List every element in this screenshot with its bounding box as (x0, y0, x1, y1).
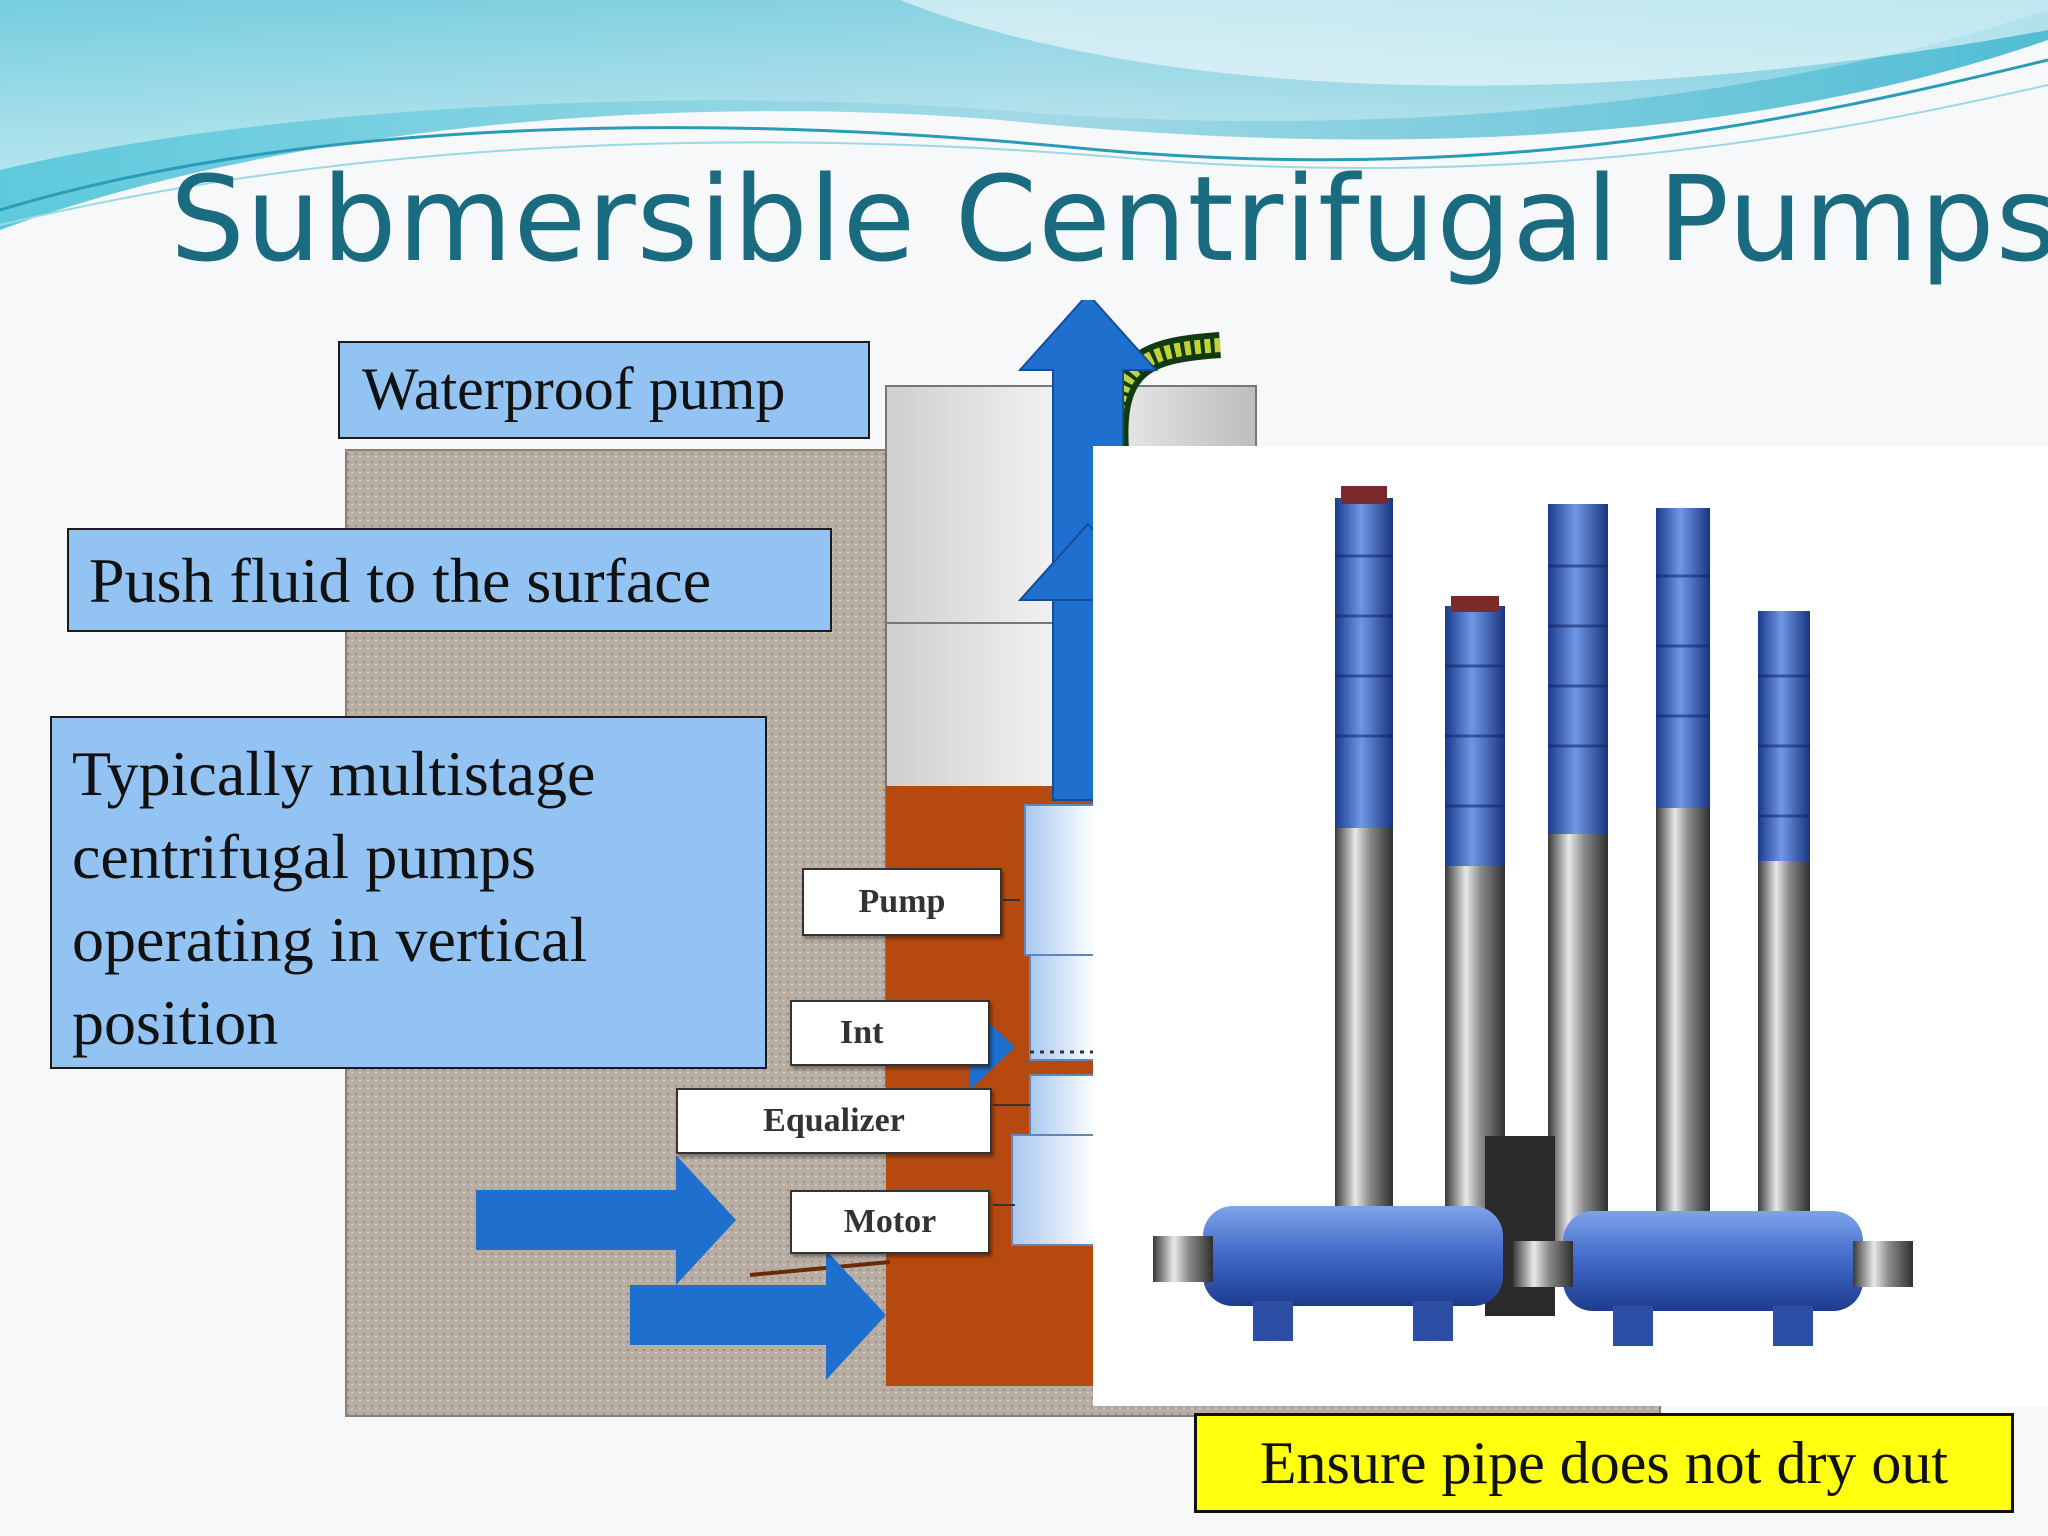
waterproof-pump-callout: Waterproof pump (338, 341, 870, 439)
horizontal-pump-right (1513, 1211, 1913, 1346)
motor-label: Motor (790, 1190, 990, 1254)
vertical-pump-3 (1548, 504, 1608, 1274)
pump-product-photo (1093, 446, 2048, 1406)
left-arrow-lower (630, 1250, 886, 1380)
vertical-pump-1 (1335, 486, 1393, 1248)
header-wave-decoration (0, 0, 2048, 230)
push-fluid-callout: Push fluid to the surface (67, 528, 832, 632)
ensure-pipe-callout: Ensure pipe does not dry out (1194, 1413, 2014, 1513)
multistage-callout: Typically multistage centrifugal pumps o… (50, 716, 767, 1069)
horizontal-pump-left (1153, 1206, 1503, 1341)
equalizer-label: Equalizer (676, 1088, 992, 1154)
intake-label: Int (790, 1000, 990, 1066)
pump-label: Pump (802, 868, 1002, 936)
vertical-pump-5 (1758, 611, 1810, 1281)
slide-title: Submersible Centrifugal Pumps (170, 150, 2048, 288)
vertical-pump-4 (1656, 508, 1710, 1268)
left-arrow-upper (476, 1155, 736, 1285)
